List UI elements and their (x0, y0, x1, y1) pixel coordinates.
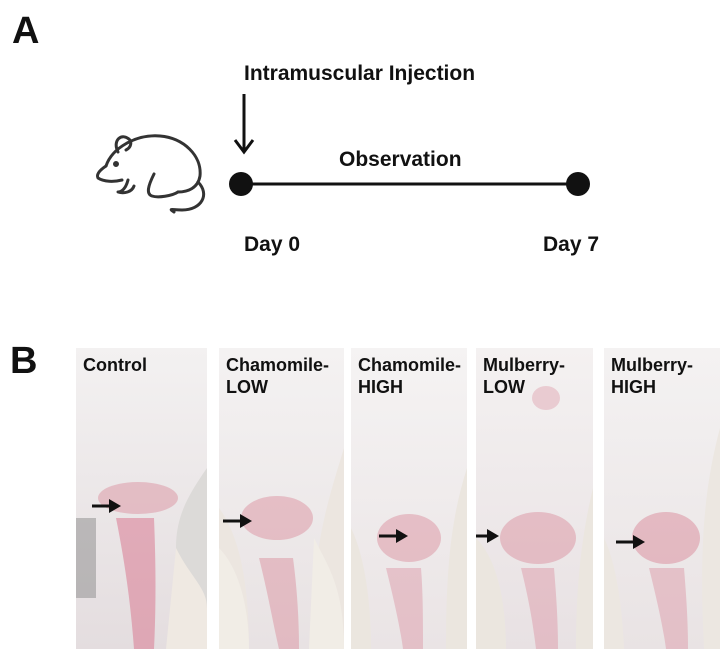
panel-b-letter: B (10, 340, 38, 382)
right-arrow-icon (616, 535, 645, 549)
right-arrow-icon (379, 529, 408, 543)
photo-label-line2: HIGH (611, 377, 656, 397)
leg-image (219, 348, 344, 649)
observation-label: Observation (339, 148, 462, 171)
photo-label: Mulberry- LOW (483, 354, 565, 398)
day7-label: Day 7 (543, 233, 600, 256)
leg-image (351, 348, 467, 649)
photo-label-line2: HIGH (358, 377, 403, 397)
leg-image (476, 348, 593, 649)
day7-dot (566, 172, 590, 196)
timeline-diagram (229, 94, 590, 196)
mouse-icon (96, 134, 205, 214)
photo-mulberry-high: Mulberry- HIGH (604, 348, 720, 649)
photo-label-line2: LOW (483, 377, 525, 397)
leg-image (604, 348, 720, 649)
leg-image (76, 348, 207, 649)
photo-chamomile-high: Chamomile- HIGH (351, 348, 467, 649)
photo-label-line1: Chamomile- (226, 355, 330, 375)
photo-label-line2: LOW (226, 377, 268, 397)
photo-label: Mulberry- HIGH (611, 354, 693, 398)
photo-control: Control (76, 348, 207, 649)
right-arrow-icon (92, 499, 121, 513)
injection-label: Intramuscular Injection (244, 62, 476, 85)
photo-label-line1: Chamomile- (358, 355, 462, 375)
panel-a-letter: A (12, 10, 40, 52)
photo-label: Control (83, 354, 147, 376)
photo-mulberry-low: Mulberry- LOW (476, 348, 593, 649)
down-arrow-icon (233, 94, 255, 155)
right-arrow-icon (476, 529, 499, 543)
day0-dot (229, 172, 253, 196)
photo-label-line1: Control (83, 355, 147, 375)
photo-label-line1: Mulberry- (483, 355, 566, 375)
photo-label: Chamomile- HIGH (358, 354, 461, 398)
photo-label-line1: Mulberry- (611, 355, 694, 375)
right-arrow-icon (223, 514, 252, 528)
photo-chamomile-low: Chamomile- LOW (219, 348, 344, 649)
photo-label: Chamomile- LOW (226, 354, 329, 398)
day0-label: Day 0 (244, 233, 301, 256)
